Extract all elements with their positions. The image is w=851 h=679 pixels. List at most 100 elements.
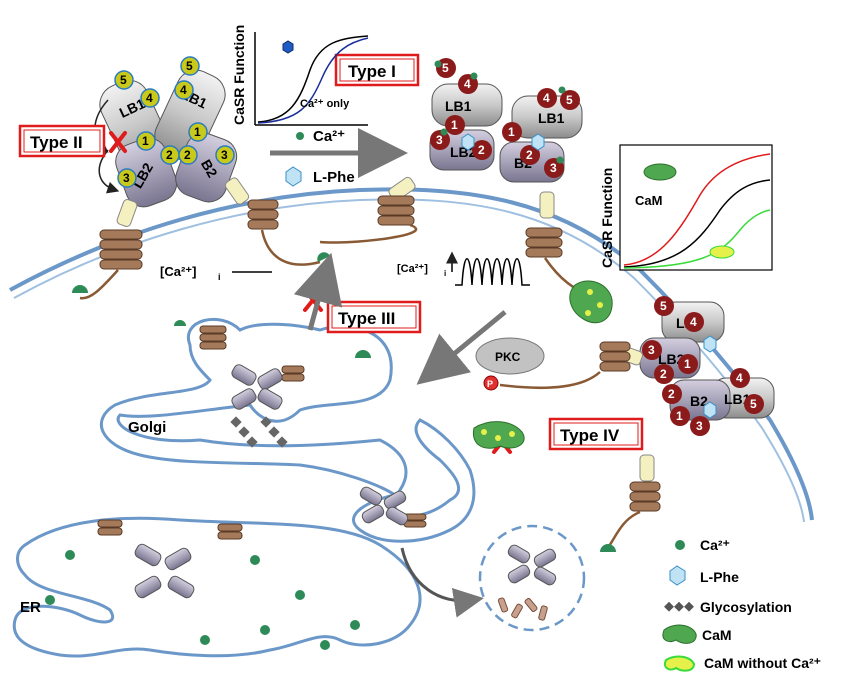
graph2-ylabel: CaSR Function: [599, 168, 615, 268]
right-site3-bottom: 3: [696, 419, 703, 433]
right-site5-top: 5: [660, 299, 667, 313]
active-lb1-right: LB1: [538, 110, 565, 126]
receptor-active-top: LB1 LB1 LB2 B2 5 4 4 5 1 3 2 1 2 3: [388, 58, 583, 219]
active-site1-left: 1: [451, 118, 458, 132]
legend-ca-label: Ca²⁺: [700, 537, 730, 553]
legend-lphe-label: L-Phe: [700, 569, 739, 585]
site1-right: 1: [194, 125, 201, 139]
legend-glyco-label: Glycosylation: [700, 599, 792, 615]
site4-right: 4: [180, 83, 187, 97]
yellow-sites-left: [114, 56, 235, 188]
arrow-lphe-hex: [285, 166, 302, 187]
right-site1-top: 1: [684, 357, 691, 371]
tm-bundles: [97, 195, 661, 540]
site1-left: 1: [142, 134, 149, 148]
internalization-arrow: [416, 310, 507, 385]
active-lb1-left: LB1: [445, 98, 472, 114]
legend-cam-empty-label: CaM without Ca²⁺: [704, 655, 821, 671]
trafficking-arrow: [293, 252, 343, 331]
golgi-label: Golgi: [128, 419, 166, 436]
golgi-membrane: [99, 317, 476, 543]
active-site4-right: 4: [543, 91, 550, 105]
cytosol-ca-sub-2: i: [444, 269, 446, 278]
graph1-lphe-hex: [282, 40, 294, 54]
active-site3-left: 3: [436, 133, 443, 147]
red-x-type2: [109, 131, 127, 153]
legend-cam-label: CaM: [702, 627, 732, 643]
vesicle-receptor: [507, 544, 557, 586]
right-site1-bottom: 1: [676, 409, 683, 423]
receptor-active-right: LB1 LB1 LB2 B2 5 4 4 5 3 2 2 1 1 3: [615, 296, 775, 482]
right-site2-bottom: 2: [668, 387, 675, 401]
graph2-cam-empty-icon: [709, 245, 735, 259]
type4-box: Type IV: [548, 417, 644, 451]
graph2-cam-label: CaM: [635, 193, 662, 208]
er-membrane: [12, 516, 422, 658]
right-b2: B2: [690, 393, 708, 409]
legend-ca-icon: [675, 540, 685, 550]
glycosylation-chain: [230, 416, 288, 448]
arrow-lphe-label: L-Phe: [313, 169, 355, 186]
site2-right: 2: [184, 148, 191, 162]
legend-cam-empty-icon: [664, 655, 696, 672]
er-receptor: [134, 543, 195, 599]
golgi-receptor: [231, 364, 283, 410]
site3-right: 3: [221, 148, 228, 162]
site5-right: 5: [186, 59, 193, 73]
legend: Ca²⁺ L-Phe Glycosylation CaM CaM without…: [662, 537, 821, 672]
legend-lphe-icon: [669, 565, 686, 586]
active-site1-right: 1: [508, 125, 515, 139]
graph2-cam-icon: [643, 163, 677, 181]
site4-left: 4: [146, 91, 153, 105]
right-site3-top: 3: [648, 343, 655, 357]
endocytic-vesicle: [478, 524, 586, 632]
type4-label: Type IV: [560, 426, 620, 445]
plasma-membrane: [9, 187, 814, 521]
legend-glyco-icon: [664, 601, 694, 612]
graph1-curve-label: Ca²⁺ only: [300, 98, 350, 110]
phospho-label: P: [487, 379, 493, 389]
type3-box: Type III: [326, 300, 422, 334]
graph2: CaSR Function CaM: [599, 144, 773, 271]
graph1: CaSR Function Ca²⁺ only: [231, 25, 369, 126]
right-site4-top: 4: [690, 315, 697, 329]
vesicle-fragments: [497, 597, 548, 621]
right-site2-top: 2: [660, 367, 667, 381]
site5-left: 5: [120, 73, 127, 87]
active-site4-left: 4: [464, 77, 471, 91]
active-site5-left: 5: [442, 61, 449, 75]
graph1-ylabel: CaSR Function: [231, 25, 247, 125]
cytosol-ca-label: [Ca²⁺]: [160, 264, 196, 279]
site3-left: 3: [123, 171, 130, 185]
cam-blocked-icon: [472, 421, 525, 449]
vesicle-arrow: [400, 547, 484, 618]
type1-box: Type I: [334, 53, 420, 87]
type2-box: Type II: [18, 124, 106, 158]
right-lb2: LB2: [658, 351, 685, 367]
cytosol-ca-sub: i: [218, 272, 221, 282]
active-site2-left: 2: [478, 143, 485, 157]
right-site4-bottom: 4: [736, 371, 743, 385]
b2-label-right: B2: [198, 157, 221, 181]
pkc-label: PKC: [495, 350, 521, 364]
er-label: ER: [20, 599, 41, 616]
type1-label: Type I: [348, 62, 396, 81]
phospho-icon: [483, 375, 499, 391]
active-site2-right: 2: [526, 148, 533, 162]
arrow-ca-dot: [296, 132, 304, 140]
active-site5-right: 5: [566, 93, 573, 107]
receptor-type2: LB1 LB1 LB2 B2 5 4 1 2 3 5 4 1 2 3: [94, 56, 250, 227]
type2-label: Type II: [30, 133, 83, 152]
active-site3-right: 3: [550, 161, 557, 175]
pkc-ellipse: [475, 337, 545, 375]
right-lb1-bottom: LB1: [724, 391, 751, 407]
golgi-receptor-2: [359, 486, 409, 526]
site2-left: 2: [166, 148, 173, 162]
type3-label: Type III: [338, 309, 395, 328]
cam-bound-icon: [569, 280, 613, 324]
right-site5-bottom: 5: [750, 397, 757, 411]
oscillation-trace: [455, 258, 530, 286]
arrow-ca-label: Ca²⁺: [313, 128, 345, 145]
